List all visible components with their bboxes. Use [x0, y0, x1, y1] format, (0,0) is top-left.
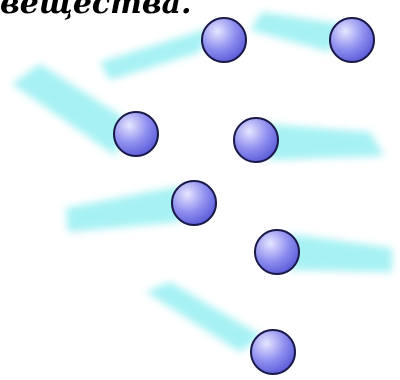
- motion-trail-p2: [250, 12, 340, 52]
- particle-ball-p7: [251, 330, 295, 374]
- particle-ball-p6: [255, 230, 299, 274]
- motion-trail-p5: [66, 186, 180, 232]
- particle-ball-p1: [202, 18, 246, 62]
- particle-ball-p4: [234, 118, 278, 162]
- particle-ball-p5: [172, 181, 216, 225]
- motion-trail-p1: [100, 28, 210, 80]
- particle-ball-p3: [114, 112, 158, 156]
- motion-trail-p6: [290, 234, 392, 272]
- motion-trail-p4: [268, 124, 384, 160]
- particle-ball-p2: [330, 18, 374, 62]
- motion-trail-p7: [146, 282, 262, 352]
- caption-text: веществa.: [0, 0, 192, 21]
- motion-trail-p3: [12, 64, 124, 156]
